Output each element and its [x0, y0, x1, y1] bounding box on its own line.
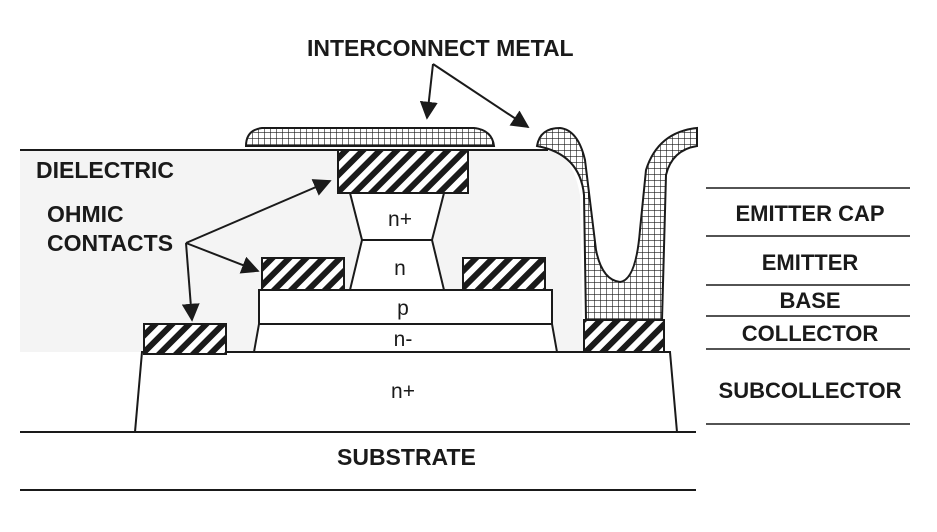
layer-label-emitter-cap: EMITTER CAP [735, 201, 884, 226]
layer-label-emitter: EMITTER [762, 250, 859, 275]
annotation-arrows [181, 63, 530, 322]
collector-contact-right [583, 319, 665, 353]
subcollector-doping-label: n+ [391, 380, 415, 403]
base-doping-label: p [397, 297, 409, 320]
emitter-cap-doping-label: n+ [388, 208, 412, 231]
ohmic-contacts-label-line2: CONTACTS [47, 230, 173, 256]
base-contact-right [462, 257, 546, 291]
layer-label-base: BASE [779, 288, 840, 313]
substrate-label: SUBSTRATE [337, 444, 476, 470]
interconnect-metal-label: INTERCONNECT METAL [307, 35, 574, 61]
base-contact-left [261, 257, 345, 291]
layer-table-lines [706, 187, 910, 425]
emitter-contact [337, 149, 469, 194]
ohmic-contacts-label-line1: OHMIC [47, 201, 124, 227]
layer-label-collector: COLLECTOR [742, 321, 879, 346]
collector-contact-left [143, 323, 227, 355]
layer-label-subcollector: SUBCOLLECTOR [719, 378, 902, 403]
emitter-doping-label: n [394, 257, 406, 280]
collector-doping-label: n- [394, 328, 413, 351]
interconnect-metal-top [244, 127, 496, 147]
dielectric-label: DIELECTRIC [36, 157, 174, 183]
